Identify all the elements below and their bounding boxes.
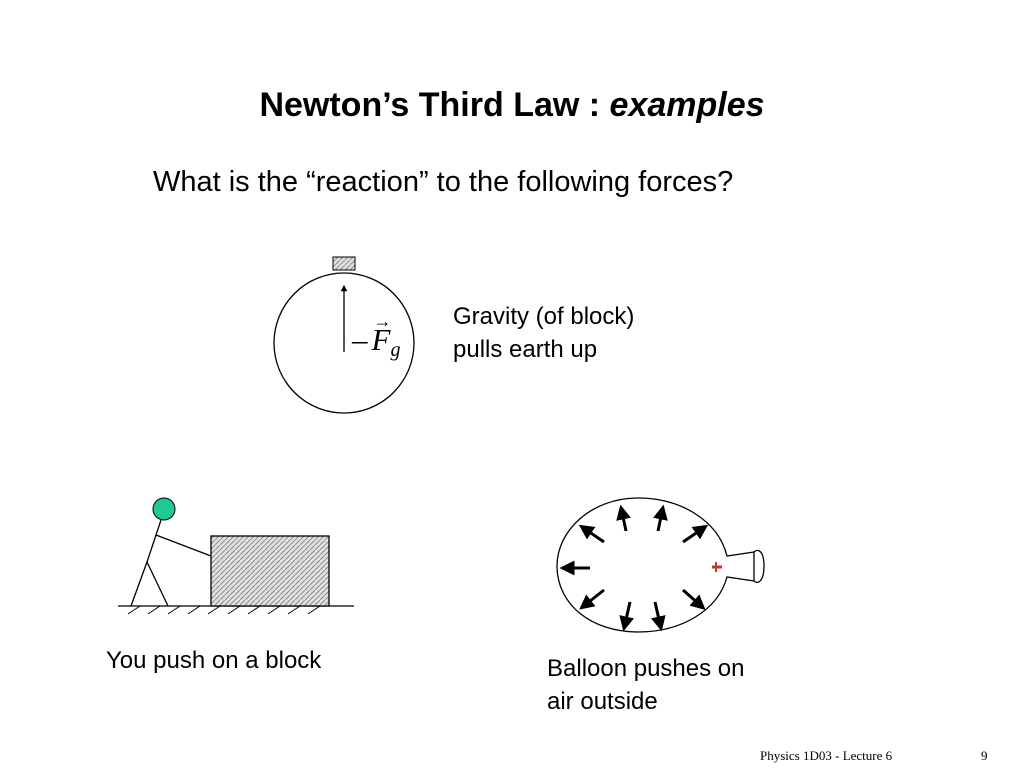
push-diagram — [118, 497, 354, 615]
gravity-label: Gravity (of block) pulls earth up — [453, 300, 634, 366]
title-emphasis: examples — [609, 86, 765, 124]
block-on-earth — [332, 256, 356, 271]
earth-circle — [273, 272, 415, 414]
pushed-block — [210, 535, 330, 607]
force-letter: F — [371, 322, 391, 357]
gravity-label-line-2: pulls earth up — [453, 336, 598, 363]
vector-arrow: → — [373, 311, 392, 331]
footer-course: Physics 1D03 - Lecture 6 — [760, 748, 893, 763]
force-symbol: –→Fg — [352, 311, 401, 362]
balloon-label: Balloon pushes on air outside — [547, 652, 744, 718]
title-text: Newton’s Third Law : — [259, 86, 610, 124]
footer-page-number: 9 — [981, 748, 988, 763]
earth-diagram — [273, 256, 415, 414]
force-subscript: g — [390, 339, 401, 361]
slide-question: What is the “reaction” to the following … — [153, 166, 734, 198]
gravity-label-line-1: Gravity (of block) — [453, 303, 635, 330]
person-head — [152, 497, 176, 521]
balloon-label-line-2: air outside — [547, 688, 658, 715]
balloon-diagram — [556, 497, 765, 633]
push-label-line-1: You push on a block — [106, 647, 322, 674]
person-body — [130, 519, 212, 607]
slide-title: Newton’s Third Law : examples — [0, 86, 1024, 125]
balloon-outline — [556, 497, 765, 633]
force-sign: – — [352, 322, 368, 357]
ground-hatch — [127, 605, 321, 615]
balloon-label-line-1: Balloon pushes on — [547, 655, 745, 682]
pressure-arrows — [559, 504, 709, 632]
push-label: You push on a block — [106, 644, 321, 677]
